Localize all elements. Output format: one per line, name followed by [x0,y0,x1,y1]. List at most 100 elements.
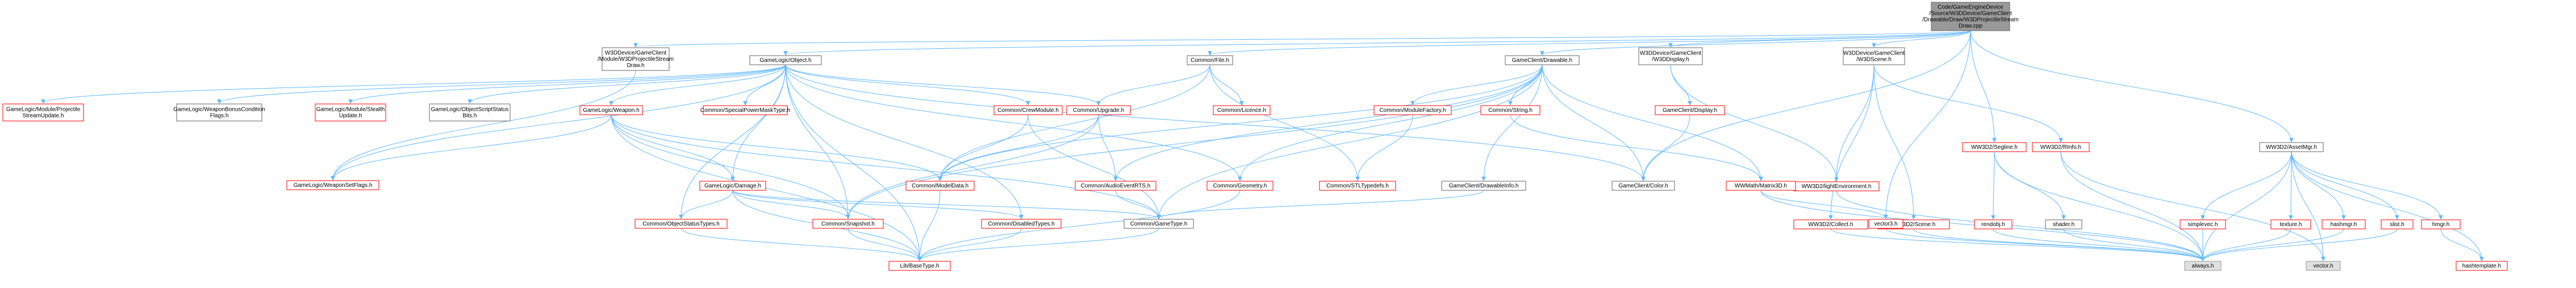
edge-ww3d2_assetmgr_h-to-hmgr_h [2291,151,2443,220]
node-label: GameLogic/ObjectScriptStatus [431,107,509,113]
node-box [888,261,951,271]
edge-weapon_h-to-weaponsetflags_h [331,114,612,181]
node-common_file_h[interactable]: Common/File.h [1187,55,1233,65]
edge-segline_h-to-always_h [1994,151,2205,261]
node-hashtemplate_h[interactable]: hashtemplate.h [2456,261,2508,271]
edge-weapon_h-to-damage_h [611,114,735,181]
edge-segline_h-to-shader_h [1994,151,2066,220]
node-snapshot_h[interactable]: Common/Snapshot.h [812,219,884,229]
node-projstream_update_h[interactable]: GameLogic/Module/ProjectileStreamUpdate.… [2,103,84,122]
node-label: Common/Licence.h [1217,107,1266,114]
node-box [2184,261,2222,271]
edge-object_h-to-weapon_h [609,64,786,106]
node-weapon_h[interactable]: GameLogic/Weapon.h [579,105,643,115]
node-w3dcollect_h[interactable]: WW3D2/Collect.h [1793,219,1868,229]
node-box [1611,181,1675,191]
node-box [1373,105,1452,115]
edge-drawable_h-to-color_h [1542,64,1646,181]
node-label: GameLogic/Module/Stealth [316,107,385,113]
node-label: simplevec.h [2188,222,2218,228]
edge-weapon_h-to-snapshot_h [611,114,850,219]
edge-ww3d2_assetmgr_h-to-vector_h [2291,151,2326,261]
edge-object_h-to-crewmodule_h [785,64,1030,106]
node-box [1213,105,1271,115]
node-specialpower_h[interactable]: Common/SpecialPowerMaskType.h [700,105,790,115]
edge-hashmgr_h-to-always_h [2201,228,2344,261]
edge-object_h-to-color_h [785,64,1646,181]
edge-disabledtypes_h-to-lib_basetype_h [917,228,1022,261]
node-modulefactory_h[interactable]: Common/ModuleFactory.h [1373,105,1452,115]
edge-layer [41,30,2484,261]
node-label: Common/Geometry.h [1213,183,1267,189]
node-label: GameLogic/Module/Projectile [6,107,81,113]
edge-drawable_h-to-modulefactory_h [1410,64,1543,106]
node-rinfo_h[interactable]: WW3D2/RInfo.h [2032,142,2090,152]
node-label: WW3D2/RInfo.h [2040,144,2081,151]
node-object_h[interactable]: GameLogic/Object.h [749,55,822,65]
node-hmgr_h[interactable]: hmgr.h [2421,219,2461,229]
node-label: vector.h [2313,263,2333,269]
node-gametype_h[interactable]: Common/GameType.h [1124,219,1194,229]
node-disabledtypes_h[interactable]: Common/DisabledTypes.h [981,219,1062,229]
node-rendobj_h[interactable]: rendobj.h [1974,219,2013,229]
edge-w3ddisplay_h-to-lightenv_h [1670,64,1839,182]
node-ww3d2_assetmgr_h[interactable]: WW3D2/AssetMgr.h [2259,142,2324,152]
node-w3dpsd_h[interactable]: W3DDevice/GameClient/Module/W3DProjectil… [598,47,674,71]
node-segline_h[interactable]: WW3D2/Segline.h [1962,142,2027,152]
edge-w3dscene_h-to-w3dscene2_h [1873,64,1916,220]
node-label: Code/GameEngineDevice [1938,5,2003,11]
node-box [1505,55,1580,65]
node-stltypedefs_h[interactable]: Common/STLTypedefs.h [1319,181,1396,191]
node-licence_h[interactable]: Common/Licence.h [1213,105,1271,115]
edge-drawableinfo_h-to-gametype_h [1157,190,1484,219]
node-shader_h[interactable]: shader.h [2045,219,2082,229]
node-matrix3d_h[interactable]: WWMath/Matrix3D.h [1726,181,1796,191]
edge-root-to-drawable_h [1540,30,1971,56]
node-audioevent_h[interactable]: Common/AudioEventRTS.h [1075,181,1157,191]
node-vector3_h[interactable]: vector3.h [1868,219,1903,229]
node-lib_basetype_h[interactable]: Lib/BaseType.h [888,261,951,271]
edge-root-to-w3dpsd_h [634,30,1971,48]
node-drawableinfo_h[interactable]: GameClient/DrawableInfo.h [1441,181,1526,191]
node-color_h[interactable]: GameClient/Color.h [1611,181,1675,191]
node-lightenv_h[interactable]: WW3D2/lightEnvironment.h [1793,181,1880,191]
node-label: rendobj.h [1981,222,2005,228]
node-modeldata_h[interactable]: Common/ModelData.h [905,181,975,191]
node-w3dscene_h[interactable]: W3DDevice/GameClient/W3DScene.h [1843,47,1905,65]
node-label: Draw.cpp [1959,23,1982,30]
node-label: WWMath/Matrix3D.h [1735,183,1787,189]
edge-ww3d2_assetmgr_h-to-hashtemplate_h [2291,151,2484,261]
edge-matrix3d_h-to-vector3_h [1760,190,1888,219]
edge-segline_h-to-rendobj_h [1991,151,1996,220]
node-weaponsetflags_h[interactable]: GameLogic/WeaponSetFlags.h [286,180,379,190]
node-simplevec_h[interactable]: simplevec.h [2180,219,2226,229]
node-texture_h[interactable]: texture.h [2270,219,2311,229]
node-box [2045,219,2082,229]
node-drawable_h[interactable]: GameClient/Drawable.h [1505,55,1580,65]
node-box [1868,219,1903,229]
node-objectstatus_h[interactable]: Common/ObjectStatusTypes.h [634,219,728,229]
node-crewmodule_h[interactable]: Common/CrewModule.h [993,105,1063,115]
node-label: W3DDevice/GameClient [1640,51,1702,57]
node-label: Common/SpecialPowerMaskType.h [700,107,790,114]
node-slist_h[interactable]: slist.h [2381,219,2414,229]
node-geometry_h[interactable]: Common/Geometry.h [1206,181,1274,191]
node-upgrade_h[interactable]: Common/Upgrade.h [1066,105,1131,115]
node-damage_h[interactable]: GameLogic/Damage.h [699,181,766,191]
node-vector_h[interactable]: vector.h [2306,261,2341,271]
edge-object_h-to-lib_basetype_h [785,64,922,261]
node-root[interactable]: Code/GameEngineDevice/Source/W3DDevice/G… [1922,2,2019,31]
edge-audioevent_h-to-gametype_h [1115,190,1161,219]
node-string_h[interactable]: Common/String.h [1480,105,1540,115]
node-label: /W3DDisplay.h [1652,57,1689,63]
node-label: GameLogic/Damage.h [704,183,761,189]
node-label: Bits.h [462,113,477,119]
node-w3ddisplay_h[interactable]: W3DDevice/GameClient/W3DDisplay.h [1638,47,1703,65]
edge-drawable_h-to-modeldata_h [938,64,1543,181]
node-hashmgr_h[interactable]: hashmgr.h [2322,219,2366,229]
node-always_h[interactable]: always.h [2184,261,2222,271]
node-gameclient_display_h[interactable]: GameClient/Display.h [1655,105,1725,115]
